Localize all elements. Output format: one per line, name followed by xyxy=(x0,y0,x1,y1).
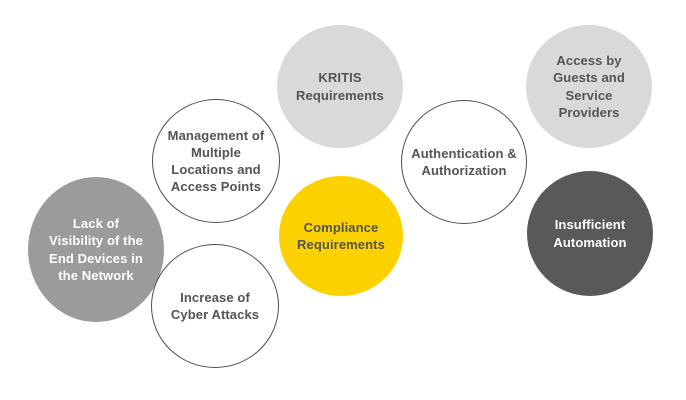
circle-label: KRITIS Requirements xyxy=(296,70,384,103)
circle-label: Management of Multiple Locations and Acc… xyxy=(167,127,265,195)
circle-label: Access by Guests and Service Providers xyxy=(553,53,625,120)
circle-label: Compliance Requirements xyxy=(297,219,385,252)
circle-management-of-multiple-locations: Management of Multiple Locations and Acc… xyxy=(152,99,280,223)
circle-lack-of-visibility: Lack of Visibility of the End Devices in… xyxy=(28,177,164,322)
circle-label: Insufficient Automation xyxy=(553,217,627,250)
circle-label: Authentication & Authorization xyxy=(411,145,517,178)
circle-authentication-authorization: Authentication & Authorization xyxy=(401,100,527,224)
circle-compliance-requirements: Compliance Requirements xyxy=(279,176,403,296)
circle-kritis-requirements: KRITIS Requirements xyxy=(277,25,403,148)
circle-label: Increase of Cyber Attacks xyxy=(170,289,260,322)
circle-increase-of-cyber-attacks: Increase of Cyber Attacks xyxy=(151,244,279,368)
circle-access-by-guests-and-service-providers: Access by Guests and Service Providers xyxy=(526,25,652,148)
circle-insufficient-automation: Insufficient Automation xyxy=(527,171,653,296)
circle-label: Lack of Visibility of the End Devices in… xyxy=(49,216,143,283)
